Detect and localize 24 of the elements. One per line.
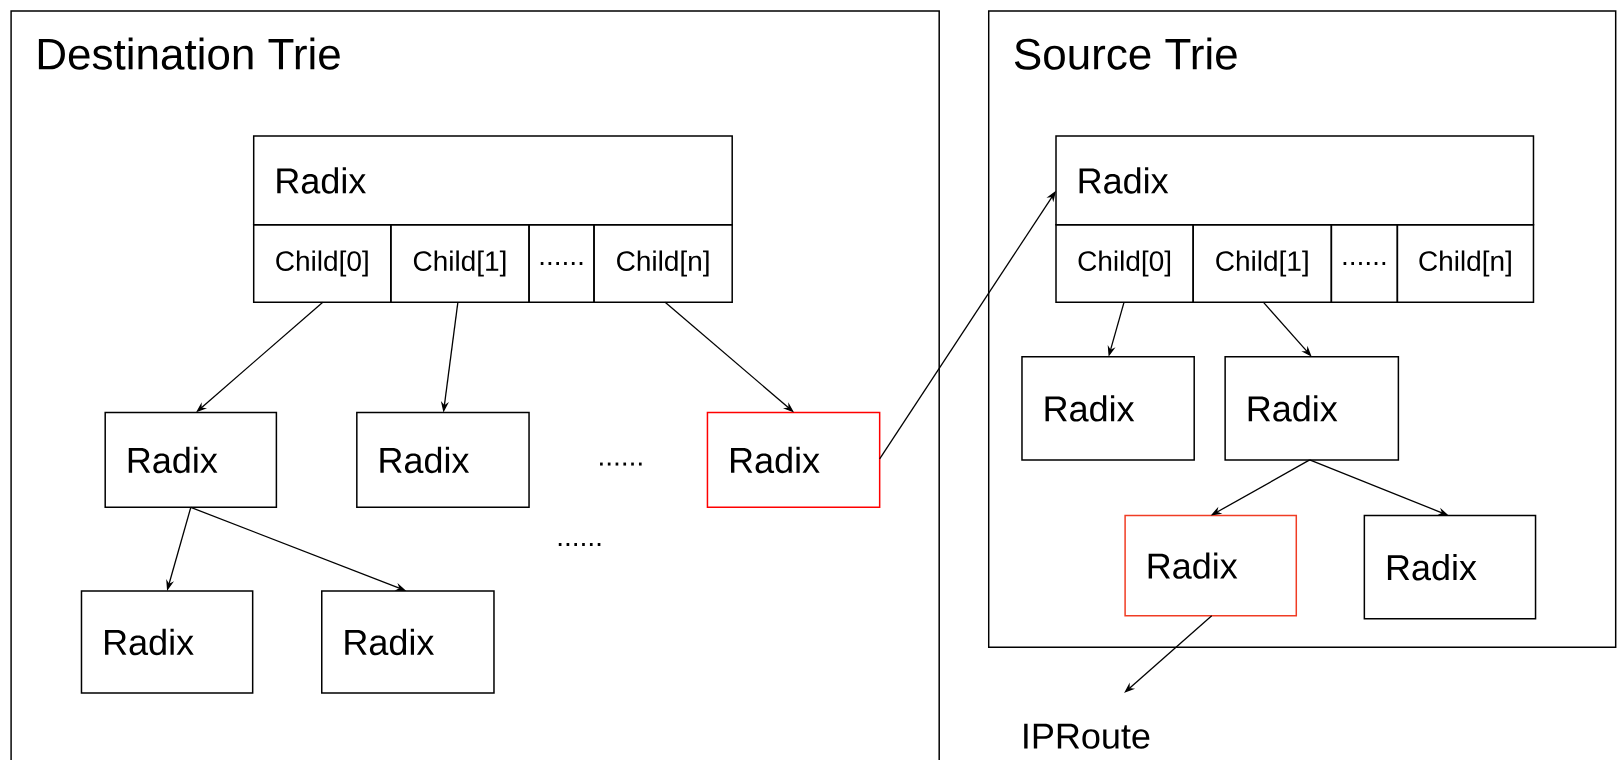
child-cell: ...... (528, 224, 595, 303)
radix-box: Radix (1363, 514, 1537, 620)
radix-box: Radix (321, 590, 495, 694)
radix-box: Radix (1124, 514, 1298, 617)
child-cell: Child[n] (593, 224, 733, 303)
ellipsis-text: ...... (600, 462, 642, 466)
arrow (1262, 301, 1312, 357)
radix-box: Radix (1021, 356, 1195, 461)
radix-box: Radix (104, 411, 278, 509)
child-cell: Child[0] (1055, 224, 1194, 303)
child-cell: Child[n] (1396, 224, 1535, 303)
radix-box: Radix (1224, 356, 1400, 461)
radix-box: Radix (706, 411, 881, 509)
child-cell: Child[0] (252, 224, 392, 303)
radix-box: Radix (252, 135, 733, 226)
ellipsis-text: ...... (558, 543, 601, 546)
child-cell: ...... (1330, 224, 1399, 303)
radix-box: Radix (356, 411, 530, 509)
radix-box: Radix (1055, 135, 1535, 226)
child-cell: Child[1] (1192, 224, 1333, 303)
route-text: IPRoute (1024, 723, 1150, 749)
radix-box: Radix (80, 590, 254, 694)
child-cell: Child[1] (390, 224, 530, 303)
arrow (1124, 615, 1213, 693)
